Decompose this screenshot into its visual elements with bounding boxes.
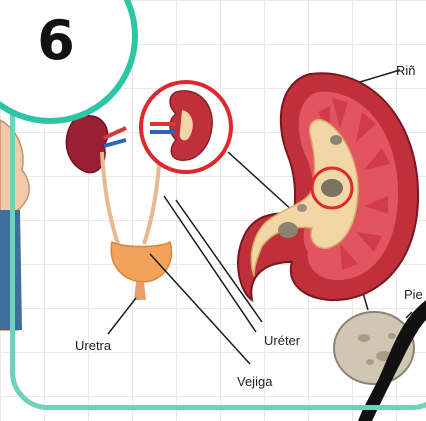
label-urethra: Uretra (75, 338, 111, 353)
step-number: 6 (26, 6, 86, 76)
label-stone: Pie (404, 287, 423, 302)
label-kidney: Riñ (396, 63, 416, 78)
label-ureter: Uréter (264, 333, 300, 348)
label-bladder: Vejiga (237, 374, 272, 389)
